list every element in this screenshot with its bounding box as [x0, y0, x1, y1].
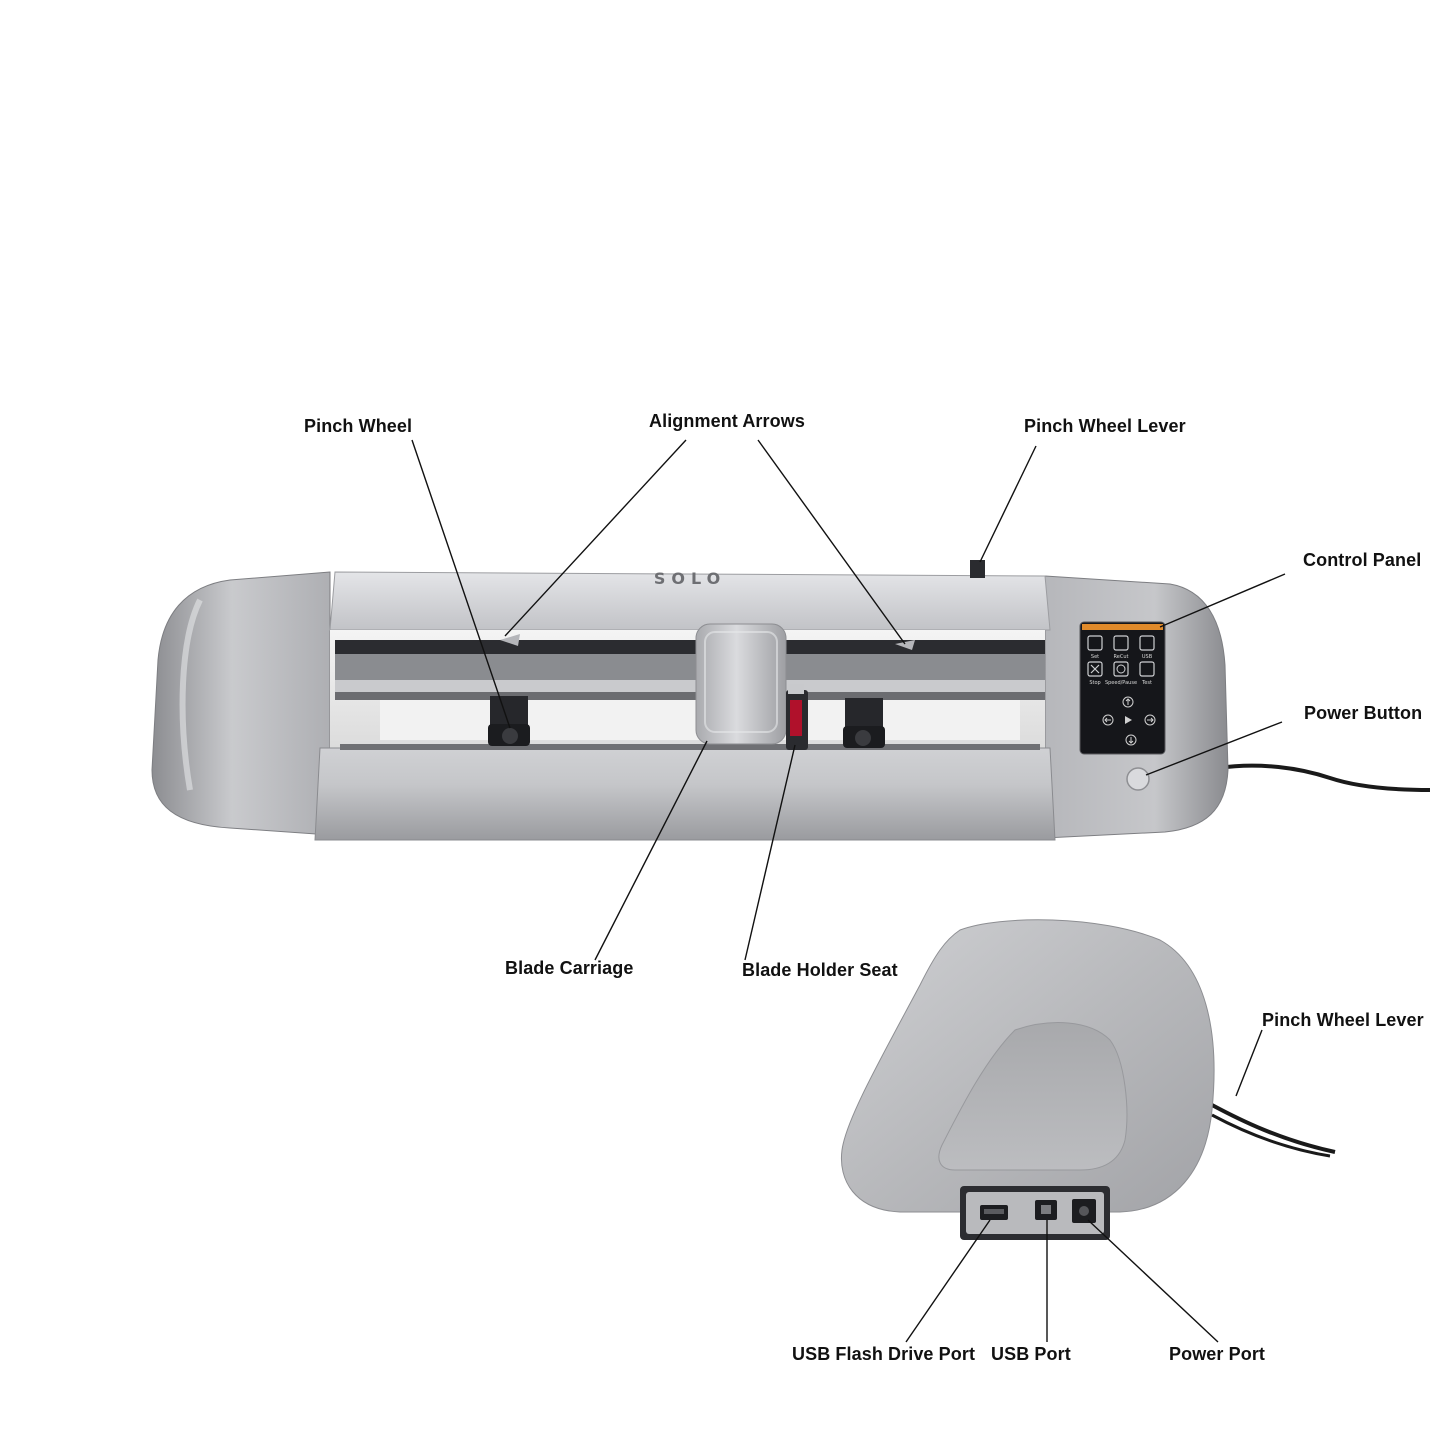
- leader-blade-holder-seat: [744, 744, 796, 961]
- cutter-front-view: SOLO: [151, 560, 1431, 841]
- leader-pinch-wheel-lever: [979, 445, 1037, 563]
- arrow-down-icon[interactable]: [1125, 734, 1137, 746]
- rear-rail: [335, 640, 1045, 654]
- brand-logo: SOLO: [654, 569, 726, 588]
- side-recess: [938, 1022, 1128, 1171]
- power-cable: [1217, 763, 1431, 792]
- leader-usb-flash: [905, 1219, 991, 1343]
- leader-power-button: [1145, 721, 1283, 776]
- arrow-left-icon[interactable]: [1102, 714, 1114, 726]
- leader-lines: [411, 439, 1286, 1343]
- power-button[interactable]: [1126, 767, 1150, 791]
- leader-side-lever: [1235, 1029, 1263, 1097]
- label-pinch-wheel-lever: Pinch Wheel Lever: [1024, 416, 1186, 436]
- leader-alignment-left: [504, 439, 687, 637]
- label-usb-flash-drive-port: USB Flash Drive Port: [792, 1344, 976, 1364]
- label-power-button: Power Button: [1304, 703, 1423, 723]
- leader-power-port: [1087, 1219, 1219, 1343]
- label-power-port: Power Port: [1169, 1344, 1266, 1364]
- svg-text:Test: Test: [1141, 680, 1152, 686]
- left-end-cap: [151, 571, 331, 836]
- play-icon[interactable]: [1125, 716, 1132, 724]
- arrow-up-icon[interactable]: [1122, 696, 1134, 708]
- alignment-arrow-left: [500, 634, 520, 646]
- front-body: [314, 747, 1056, 841]
- pinch-wheel-lever[interactable]: [970, 560, 985, 578]
- leader-blade-carriage: [594, 740, 708, 961]
- label-control-panel: Control Panel: [1303, 550, 1422, 570]
- cutter-side-view: [840, 919, 1336, 1240]
- usb-flash-drive-port[interactable]: [980, 1205, 1008, 1220]
- pinch-wheel-right[interactable]: [843, 698, 885, 748]
- label-pinch-wheel-lever-side: Pinch Wheel Lever: [1262, 1010, 1424, 1030]
- label-usb-port: USB Port: [991, 1344, 1071, 1364]
- svg-text:Stop: Stop: [1089, 680, 1100, 686]
- panel-button-usb[interactable]: USB: [1139, 635, 1155, 660]
- svg-text:Set: Set: [1091, 654, 1099, 660]
- leader-alignment-right: [757, 439, 906, 645]
- leader-pinch-wheel: [411, 439, 511, 729]
- panel-button-test[interactable]: Test: [1139, 661, 1155, 686]
- power-port[interactable]: [1072, 1199, 1096, 1223]
- svg-text:ReCut: ReCut: [1114, 654, 1129, 660]
- alignment-arrow-right: [895, 640, 915, 650]
- pinch-wheel-left[interactable]: [488, 696, 530, 746]
- label-blade-carriage: Blade Carriage: [505, 958, 634, 978]
- top-cover: [329, 571, 1051, 631]
- arrow-right-icon[interactable]: [1144, 714, 1156, 726]
- label-pinch-wheel: Pinch Wheel: [304, 416, 413, 436]
- panel-button-speed-pause[interactable]: Speed/Pause: [1105, 661, 1137, 686]
- svg-text:Speed/Pause: Speed/Pause: [1105, 680, 1137, 686]
- blade-holder-seat[interactable]: [786, 684, 808, 750]
- blade-carriage[interactable]: [695, 623, 787, 745]
- side-lever-cable: [1211, 1103, 1336, 1154]
- label-blade-holder-seat: Blade Holder Seat: [742, 960, 898, 980]
- leader-control-panel: [1159, 573, 1286, 628]
- usb-port[interactable]: [1035, 1200, 1057, 1220]
- panel-button-recut[interactable]: ReCut: [1113, 635, 1129, 660]
- svg-text:USB: USB: [1142, 654, 1153, 660]
- control-panel: Set ReCut USB Stop Speed/Pause: [1079, 621, 1166, 755]
- panel-button-set[interactable]: Set: [1087, 635, 1103, 660]
- panel-button-stop[interactable]: Stop: [1087, 661, 1103, 686]
- label-alignment-arrows: Alignment Arrows: [649, 411, 805, 431]
